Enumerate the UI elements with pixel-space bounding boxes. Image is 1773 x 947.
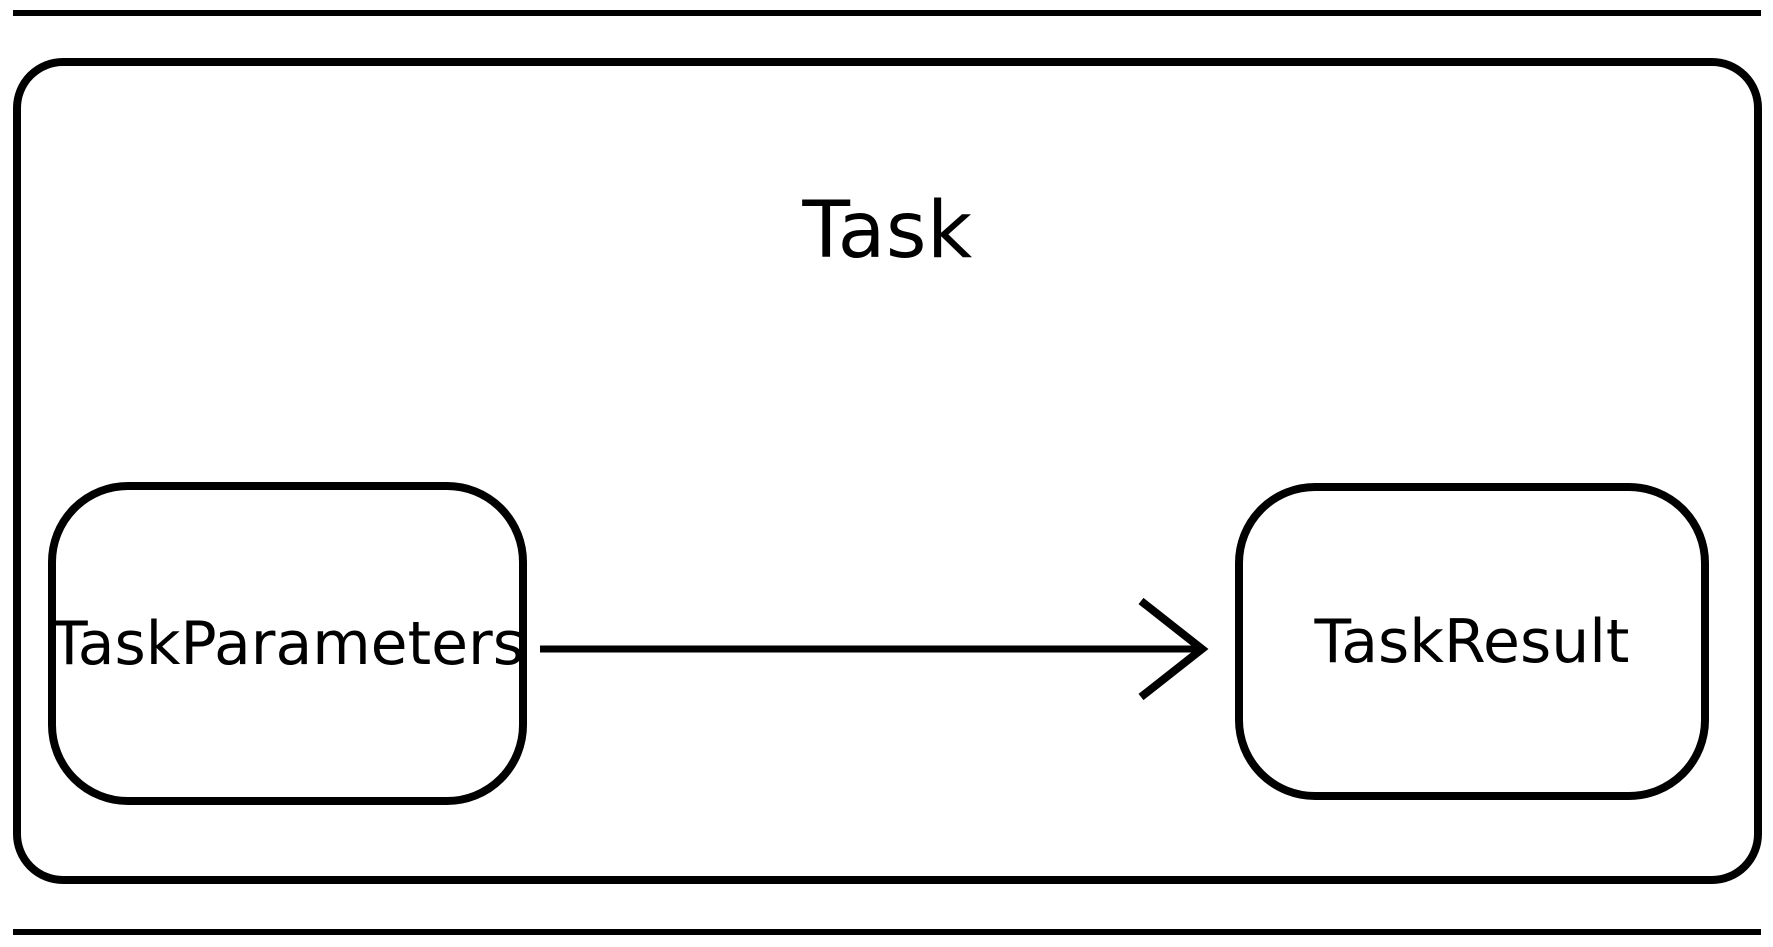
- task-container-label: Task: [802, 186, 973, 276]
- node-task-result: TaskResult: [1235, 483, 1709, 800]
- node-task-parameters-label: TaskParameters: [51, 608, 524, 679]
- node-task-parameters: TaskParameters: [48, 482, 527, 805]
- bottom-border-line: [13, 929, 1761, 935]
- node-task-result-label: TaskResult: [1314, 606, 1630, 677]
- top-border-line: [13, 10, 1761, 16]
